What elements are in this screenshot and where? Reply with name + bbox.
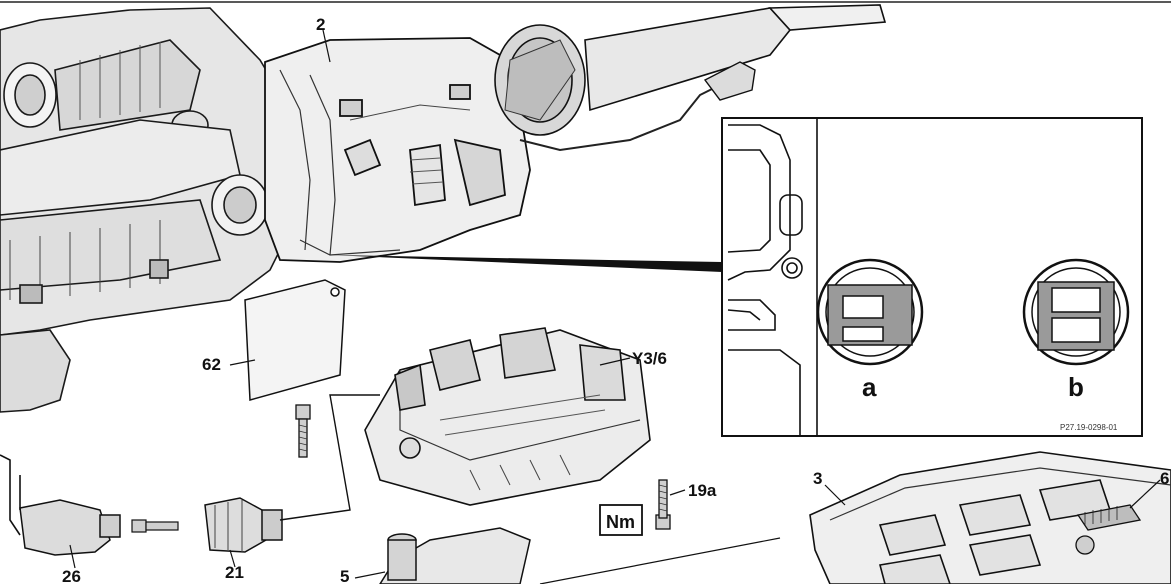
connector-screw — [131, 519, 179, 533]
torque-symbol: Nm — [599, 504, 643, 536]
oil-filter-6 — [1075, 504, 1142, 555]
detail-callout-wedge — [330, 255, 722, 272]
label-19a: 19a — [688, 481, 717, 500]
bracket-line — [279, 394, 380, 521]
valve-body — [364, 327, 651, 506]
engine-illustration — [0, 7, 301, 413]
detail-inset: a b P27.19-0298-01 — [721, 117, 1143, 437]
connector-plug — [703, 61, 756, 101]
wiring-harness — [519, 84, 721, 152]
label-5: 5 — [340, 567, 349, 584]
label-26: 26 — [62, 567, 81, 584]
connector-sleeve — [204, 497, 283, 553]
shield-plate — [244, 279, 346, 401]
detail-a-port — [816, 258, 924, 366]
pan-leader — [539, 537, 781, 584]
label-y3-6: Y3/6 — [632, 349, 667, 368]
detail-label-a: a — [862, 372, 877, 402]
leader-lines — [69, 29, 1161, 579]
bolt-19a — [655, 479, 671, 530]
label-3: 3 — [813, 469, 822, 488]
transmission-housing — [264, 37, 531, 263]
shield-bolt — [295, 404, 311, 458]
label-62: 62 — [202, 355, 221, 374]
label-21: 21 — [225, 563, 244, 582]
label-2: 2 — [316, 15, 325, 34]
label-6: 6 — [1160, 469, 1169, 488]
electrical-plug — [0, 454, 121, 556]
figure-reference: P27.19-0298-01 — [1060, 423, 1118, 432]
output-flange — [494, 4, 887, 136]
svg-text:Nm: Nm — [606, 512, 635, 532]
oil-strainer-5 — [379, 527, 531, 584]
detail-label-b: b — [1068, 372, 1084, 402]
detail-b-port — [1022, 258, 1130, 366]
